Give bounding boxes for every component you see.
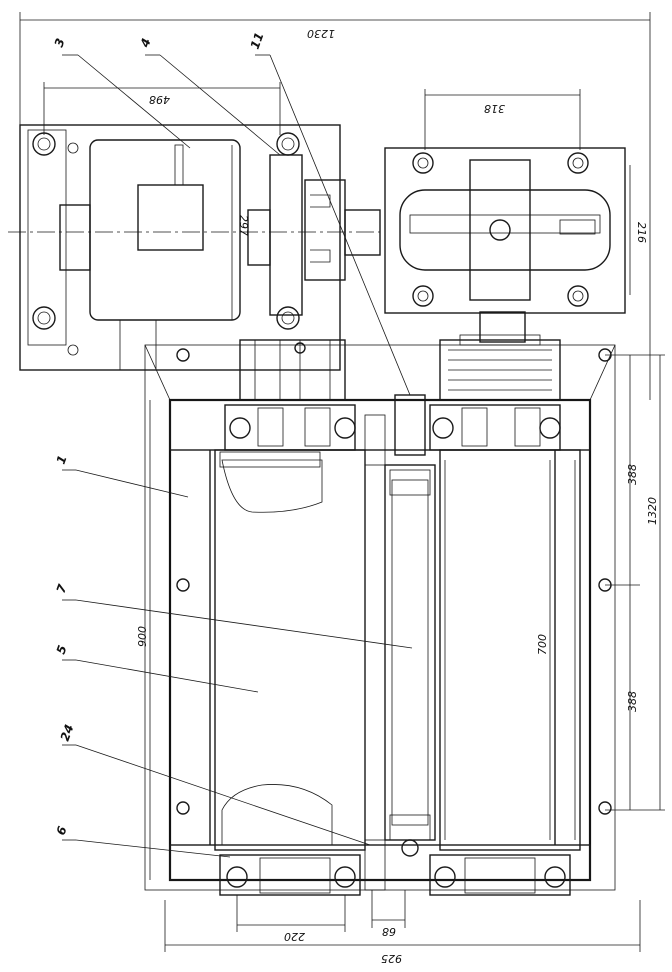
gearbox bbox=[384, 147, 626, 343]
dim-925: 925 bbox=[381, 952, 402, 965]
top-bearings bbox=[224, 404, 561, 451]
dim-388-lower: 388 bbox=[626, 691, 639, 712]
dim-220: 220 bbox=[284, 930, 305, 943]
dim-498: 498 bbox=[149, 93, 170, 106]
callout-3: 3 bbox=[52, 36, 68, 49]
right-roll bbox=[439, 449, 581, 851]
callout-11: 11 bbox=[248, 31, 267, 51]
callout-leaders bbox=[62, 54, 413, 858]
dim-900: 900 bbox=[136, 626, 149, 647]
dim-216: 216 bbox=[635, 222, 648, 243]
callout-4: 4 bbox=[137, 36, 153, 50]
motor bbox=[8, 124, 380, 371]
callout-1: 1 bbox=[54, 453, 70, 466]
dim-297: 297 bbox=[237, 215, 250, 236]
dim-318: 318 bbox=[484, 102, 505, 115]
bottom-bearings bbox=[219, 854, 571, 896]
dimension-labels: 1230 498 318 297 216 1320 388 388 900 70… bbox=[136, 27, 659, 965]
dim-1320: 1320 bbox=[646, 497, 659, 525]
callout-5: 5 bbox=[54, 643, 70, 656]
callout-labels: 3 4 11 1 7 5 24 6 bbox=[52, 31, 267, 837]
callout-7: 7 bbox=[54, 582, 70, 595]
dim-388-upper: 388 bbox=[626, 464, 639, 485]
callout-24: 24 bbox=[58, 723, 77, 743]
center-roller bbox=[364, 394, 436, 891]
coupling bbox=[304, 179, 381, 281]
callout-6: 6 bbox=[54, 824, 70, 837]
dimension-lines bbox=[19, 12, 665, 952]
dim-700: 700 bbox=[536, 634, 549, 655]
pulley-right bbox=[439, 334, 561, 401]
dim-68: 68 bbox=[382, 925, 396, 938]
dim-1230: 1230 bbox=[307, 27, 335, 40]
left-roll bbox=[214, 449, 366, 851]
pulley-left bbox=[239, 339, 346, 401]
